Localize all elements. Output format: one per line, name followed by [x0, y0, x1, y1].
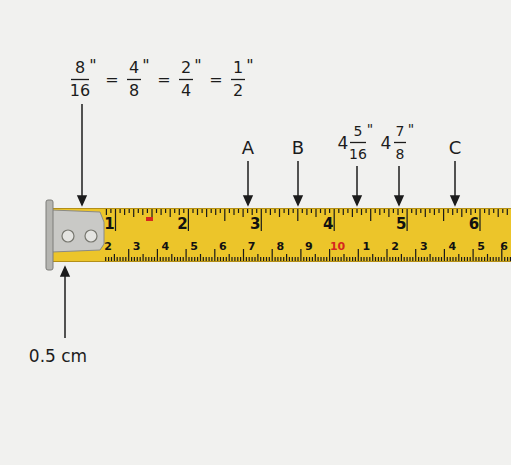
tape-edge — [48, 261, 511, 262]
arrowhead — [294, 196, 302, 205]
fraction-numerator: 7 — [396, 124, 405, 138]
equals-sign: = — [209, 72, 222, 88]
pointer-line — [81, 104, 83, 198]
cm-number: 7 — [248, 241, 256, 252]
inch-mark: " — [89, 58, 96, 74]
cm-number: 8 — [276, 241, 284, 252]
fraction-bar — [71, 79, 89, 80]
fraction-bar — [394, 142, 406, 143]
arrowhead — [395, 196, 403, 205]
cm-number: 6 — [500, 241, 508, 252]
tape-edge — [48, 208, 511, 209]
inch-number: 4 — [323, 217, 333, 232]
arrowhead — [353, 196, 361, 205]
fraction-denominator: 8 — [129, 83, 139, 99]
fraction-numerator: 2 — [181, 60, 191, 76]
arrowhead — [451, 196, 459, 205]
hook-plate — [52, 210, 104, 252]
pointer-line — [297, 161, 299, 198]
fraction-numerator: 5 — [354, 124, 363, 138]
fraction-denominator: 16 — [70, 83, 90, 99]
inch-mark: " — [367, 122, 373, 136]
inch-number: 2 — [177, 217, 187, 232]
whole-number: 4 — [338, 135, 349, 152]
inch-number: 5 — [396, 217, 406, 232]
fraction-bar — [127, 79, 141, 80]
cm-number: 4 — [449, 241, 457, 252]
inch-number: 1 — [104, 217, 114, 232]
fraction-bar — [350, 142, 366, 143]
tape-blade — [48, 208, 511, 262]
point-letter: A — [242, 139, 254, 157]
red-mark — [146, 217, 153, 221]
fraction-denominator: 16 — [349, 147, 367, 161]
inch-mark: " — [142, 58, 149, 74]
dimension-label: 0.5 cm — [29, 348, 87, 365]
point-letter: C — [449, 139, 462, 157]
tape-ticks — [106, 209, 511, 261]
cm-number: 5 — [190, 241, 198, 252]
hook-lip — [46, 200, 53, 270]
fraction-denominator: 4 — [181, 83, 191, 99]
pointer-line — [398, 166, 400, 198]
rivet — [85, 230, 97, 242]
pointer-line — [64, 274, 66, 338]
inch-number: 3 — [250, 217, 260, 232]
fraction-numerator: 1 — [233, 60, 243, 76]
inch-number: 6 — [469, 217, 479, 232]
pointer-arrows — [61, 104, 459, 338]
inch-mark: " — [408, 122, 414, 136]
fraction-numerator: 8 — [75, 60, 85, 76]
cm-number: 6 — [219, 241, 227, 252]
pointer-line — [454, 161, 456, 198]
pointer-line — [356, 166, 358, 198]
cm-number: 2 — [391, 241, 399, 252]
cm-number: 10 — [330, 241, 345, 252]
cm-number: 4 — [162, 241, 170, 252]
arrowhead — [78, 196, 86, 205]
equals-sign: = — [105, 72, 118, 88]
cm-number: 3 — [133, 241, 141, 252]
fraction-bar — [179, 79, 193, 80]
fraction-bar — [231, 79, 245, 80]
inch-mark: " — [194, 58, 201, 74]
fraction-numerator: 4 — [129, 60, 139, 76]
point-letter: B — [292, 139, 304, 157]
pointer-line — [247, 161, 249, 198]
fraction-denominator: 2 — [233, 83, 243, 99]
whole-number: 4 — [381, 135, 392, 152]
cm-number: 1 — [362, 241, 370, 252]
cm-number: 2 — [104, 241, 112, 252]
rivet — [62, 230, 74, 242]
arrowhead — [244, 196, 252, 205]
cm-number: 3 — [420, 241, 428, 252]
equals-sign: = — [157, 72, 170, 88]
cm-number: 5 — [477, 241, 485, 252]
inch-mark: " — [246, 58, 253, 74]
arrowhead — [61, 267, 69, 276]
fraction-denominator: 8 — [396, 147, 405, 161]
cm-number: 9 — [305, 241, 313, 252]
